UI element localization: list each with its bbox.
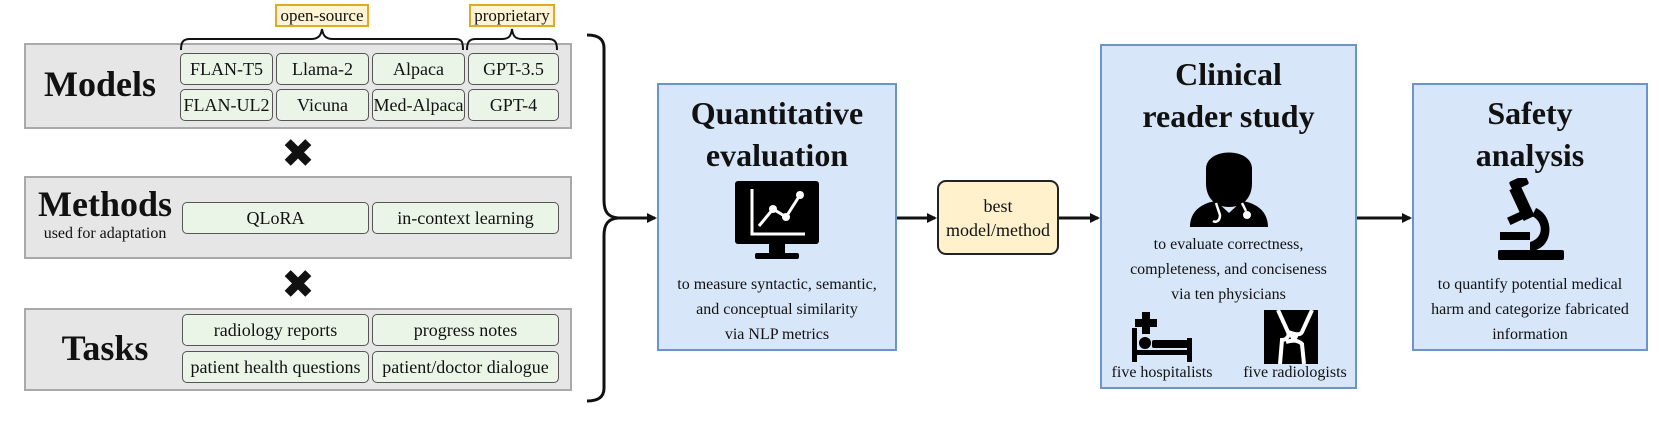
- proprietary-tag: proprietary: [469, 4, 555, 27]
- methods-title: Methods: [38, 184, 172, 224]
- open-source-brace: [180, 28, 464, 51]
- radiologists-label: five radiologists: [1243, 364, 1347, 381]
- cross-operator-2: ✖: [281, 262, 315, 308]
- clinical-desc-line1: to evaluate correctness,: [1153, 236, 1304, 253]
- hospitalists-label: five hospitalists: [1111, 364, 1213, 381]
- safety-analysis-box: [1412, 83, 1648, 351]
- model-chip-gpt-3-5: GPT-3.5: [468, 53, 559, 85]
- clinical-desc-line2: completeness, and conciseness: [1130, 261, 1327, 278]
- task-chip-patient-doctor-dialogue: patient/doctor dialogue: [372, 351, 559, 383]
- quantitative-desc-line3: via NLP metrics: [724, 326, 830, 343]
- open-source-tag: open-source: [275, 4, 369, 27]
- clinical-title-line1: Clinical: [1175, 56, 1282, 92]
- combine-brace: [586, 33, 619, 403]
- task-chip-patient-health-questions: patient health questions: [182, 351, 369, 383]
- model-chip-med-alpaca: Med-Alpaca: [372, 89, 465, 121]
- methods-subtitle: used for adaptation: [43, 225, 167, 242]
- quantitative-desc-line1: to measure syntactic, semantic,: [677, 276, 877, 293]
- model-chip-alpaca: Alpaca: [372, 53, 465, 85]
- models-title: Models: [44, 64, 156, 104]
- safety-desc-line1: to quantify potential medical: [1437, 276, 1623, 293]
- quantitative-title-line2: evaluation: [705, 137, 849, 173]
- task-chip-radiology-reports: radiology reports: [182, 314, 369, 346]
- model-chip-vicuna: Vicuna: [276, 89, 369, 121]
- best-line1: best: [983, 195, 1013, 216]
- model-chip-gpt-4: GPT-4: [468, 89, 559, 121]
- clinical-desc-line3: via ten physicians: [1171, 286, 1286, 303]
- method-chip-in-context-learning: in-context learning: [372, 202, 559, 234]
- model-chip-flan-ul2: FLAN-UL2: [180, 89, 273, 121]
- model-chip-flan-t5: FLAN-T5: [180, 53, 273, 85]
- model-chip-llama-2: Llama-2: [276, 53, 369, 85]
- group-braces: [180, 28, 558, 51]
- safety-desc-line3: information: [1492, 326, 1568, 343]
- clinical-title-line2: reader study: [1142, 98, 1315, 134]
- cross-operator-1: ✖: [281, 131, 315, 177]
- chart-monitor-icon: [735, 181, 819, 259]
- safety-desc-line2: harm and categorize fabricated: [1431, 301, 1629, 318]
- quantitative-title-line1: Quantitative: [690, 95, 864, 131]
- safety-title-line2: analysis: [1475, 137, 1585, 173]
- task-chip-progress-notes: progress notes: [372, 314, 559, 346]
- knee-xray-icon: [1264, 310, 1318, 364]
- method-chip-qlora: QLoRA: [182, 202, 369, 234]
- best-model-method-box: best model/method: [937, 180, 1059, 255]
- microscope-icon: [1498, 178, 1564, 260]
- doctor-icon: [1190, 152, 1268, 227]
- proprietary-brace: [466, 28, 558, 51]
- best-line2: model/method: [946, 219, 1050, 240]
- tasks-title: Tasks: [61, 328, 149, 368]
- hospital-bed-icon: [1132, 312, 1192, 362]
- quantitative-desc-line2: and conceptual similarity: [696, 301, 858, 318]
- safety-title-line1: Safety: [1487, 95, 1573, 131]
